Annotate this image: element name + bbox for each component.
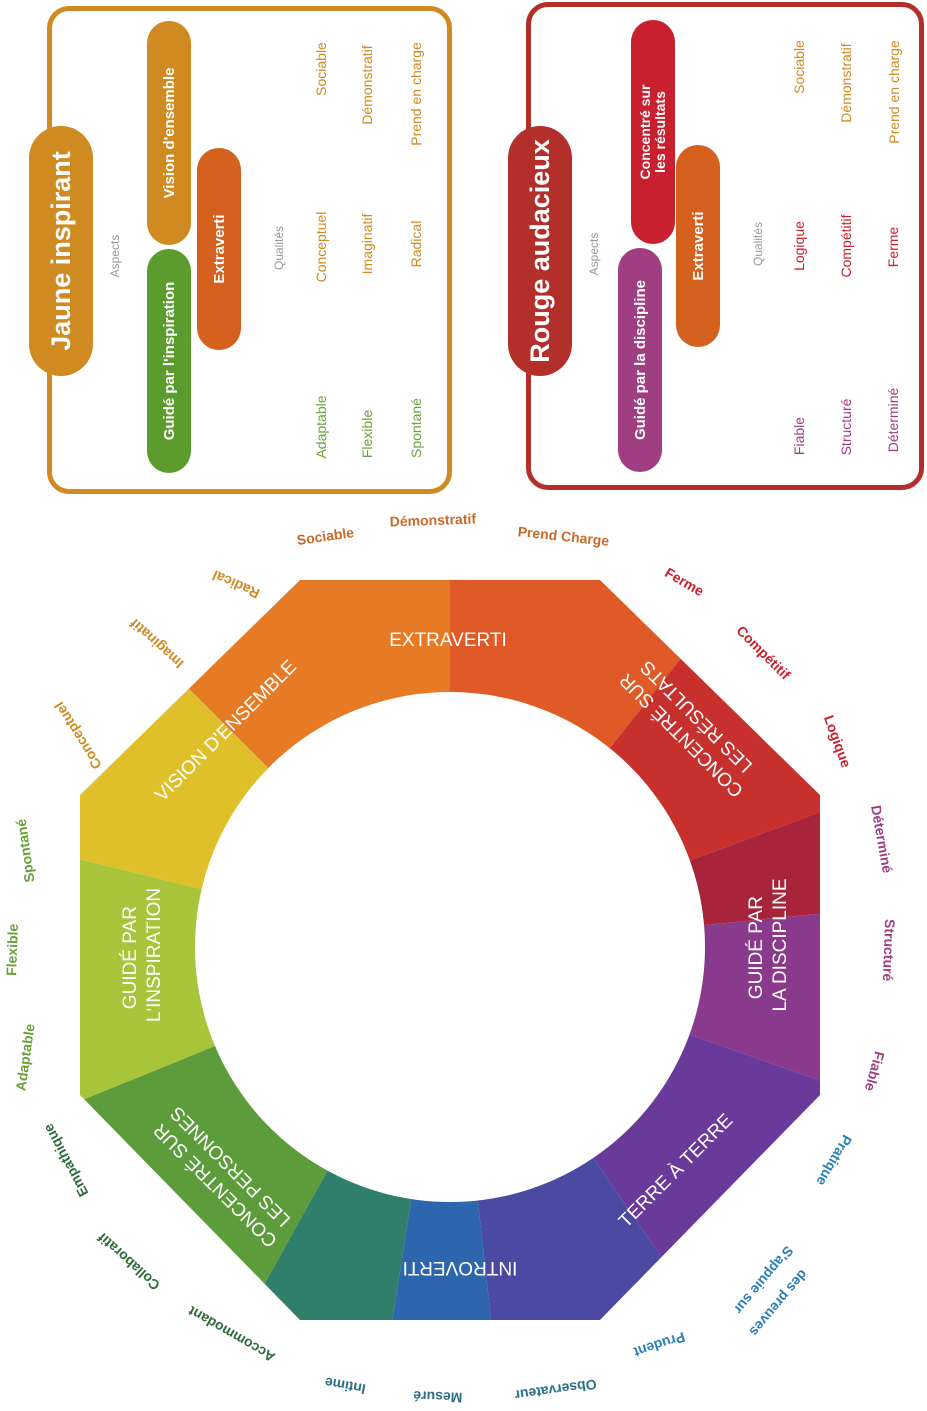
trait-label: Imaginatif — [126, 615, 186, 671]
trait-label: Sociable — [296, 524, 355, 548]
trait-label: Prend Charge — [517, 523, 610, 549]
card-rouge-audacieux — [526, 2, 924, 490]
trait-label: Démonstratif — [389, 510, 476, 529]
trait-label: Adaptable — [12, 1022, 37, 1091]
wheel-slice-violet — [450, 950, 820, 1320]
segment-inspiration: GUIDÉ PAR L'INSPIRATION — [120, 888, 165, 1022]
segment-discipline-line2: LA DISCIPLINE — [770, 878, 791, 1011]
trait-label: Intime — [323, 1374, 367, 1397]
trait-label: Observateur — [513, 1376, 597, 1403]
trait-label: Mesuré — [413, 1388, 463, 1406]
segment-discipline: GUIDÉ PAR LA DISCIPLINE — [746, 878, 791, 1011]
wheel-slice-orange — [80, 580, 450, 950]
trait-label: Prudent — [632, 1329, 688, 1361]
trait-label: Accommodant — [185, 1303, 278, 1366]
trait-label: Logique — [821, 713, 855, 770]
segment-inspiration-line2: L'INSPIRATION — [144, 888, 165, 1022]
trait-label: Conceptuel — [51, 699, 105, 772]
trait-label: Collaboratif — [94, 1230, 163, 1294]
trait-label: Ferme — [662, 564, 707, 599]
trait-label: Empathique — [40, 1121, 92, 1199]
wheel-ring — [80, 580, 820, 1320]
trait-label: Spontané — [13, 818, 38, 884]
segment-discipline-line1: GUIDÉ PAR — [746, 896, 767, 999]
wheel-slice-blue — [380, 950, 500, 1320]
card-jaune-inspirant — [47, 6, 452, 494]
segment-extraverti: EXTRAVERTI — [389, 630, 507, 651]
segment-inspiration-line1: GUIDÉ PAR — [120, 906, 141, 1009]
trait-label: Structuré — [880, 919, 898, 982]
segment-introverti: INTROVERTI — [403, 1257, 518, 1278]
trait-label: Déterminé — [868, 804, 896, 874]
trait-label: Radical — [210, 567, 262, 602]
trait-label: Flexible — [3, 923, 21, 976]
trait-label: Compétitif — [733, 622, 793, 682]
trait-label: Pratique — [813, 1132, 855, 1189]
trait-label: Fiable — [862, 1050, 888, 1093]
